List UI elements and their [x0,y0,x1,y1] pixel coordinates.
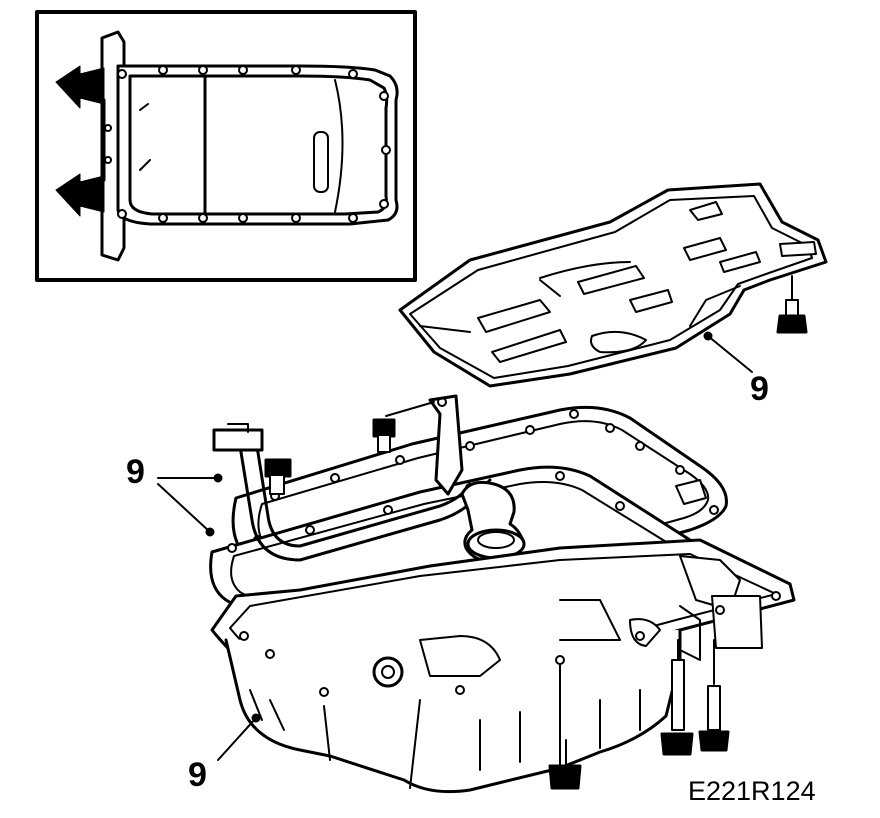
pointer-arrow-icon [55,173,105,217]
figure-reference-code: E221R124 [688,776,816,806]
oil-pickup-tube [212,394,526,564]
callout-9-windage-tray: 9 [750,370,769,408]
callout-9-gaskets: 9 [126,453,145,491]
bolt-pickup [264,418,396,495]
bolt-right-a [660,639,694,756]
inset-detail-view [35,10,417,282]
bolt-tray [776,275,808,334]
bolt-right-b [698,639,730,752]
windage-tray [398,182,828,388]
callout-9-oil-pan: 9 [188,756,207,794]
pointer-arrow-icon [55,65,105,109]
bolt-bottom [548,739,582,790]
